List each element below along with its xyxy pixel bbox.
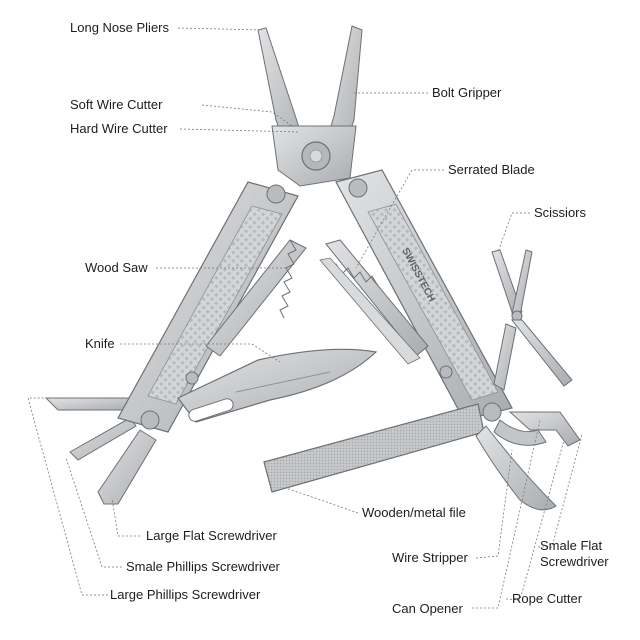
label-smale-phillips-screwdriver: Smale Phillips Screwdriver: [126, 559, 280, 574]
label-large-flat-screwdriver: Large Flat Screwdriver: [146, 528, 277, 543]
bottom-right-tools: [475, 411, 581, 511]
long-nose-pliers-jaws: [257, 25, 363, 187]
label-can-opener: Can Opener: [392, 601, 463, 616]
label-wire-stripper: Wire Stripper: [392, 550, 468, 565]
large-phillips-screwdriver-tool: [44, 397, 135, 411]
leader-lines: [27, 27, 583, 609]
left-handle: [117, 181, 299, 433]
label-large-phillips-screwdriver: Large Phillips Screwdriver: [110, 587, 261, 602]
serrated-blade-tool: [319, 239, 429, 365]
label-wooden-metal-file: Wooden/metal file: [362, 505, 466, 520]
small-phillips-screwdriver-tool: [69, 417, 137, 461]
label-hard-wire-cutter: Hard Wire Cutter: [70, 121, 168, 136]
knife-tool: [177, 348, 378, 423]
label-scissiors: Scissiors: [534, 205, 587, 220]
label-knife: Knife: [85, 336, 115, 351]
label-rope-cutter: Rope Cutter: [512, 591, 583, 606]
label-wood-saw: Wood Saw: [85, 260, 148, 275]
label-smale-flat-screwdriver: Smale Flat Screwdriver: [540, 538, 609, 569]
large-flat-screwdriver-tool: [97, 429, 157, 505]
label-long-nose-pliers: Long Nose Pliers: [70, 20, 169, 35]
wood-saw-tool: [205, 239, 307, 357]
label-soft-wire-cutter: Soft Wire Cutter: [70, 97, 163, 112]
label-bolt-gripper: Bolt Gripper: [432, 85, 502, 100]
scissors-tool: [491, 249, 573, 391]
label-serrated-blade: Serrated Blade: [448, 162, 535, 177]
file-tool: [263, 403, 485, 493]
